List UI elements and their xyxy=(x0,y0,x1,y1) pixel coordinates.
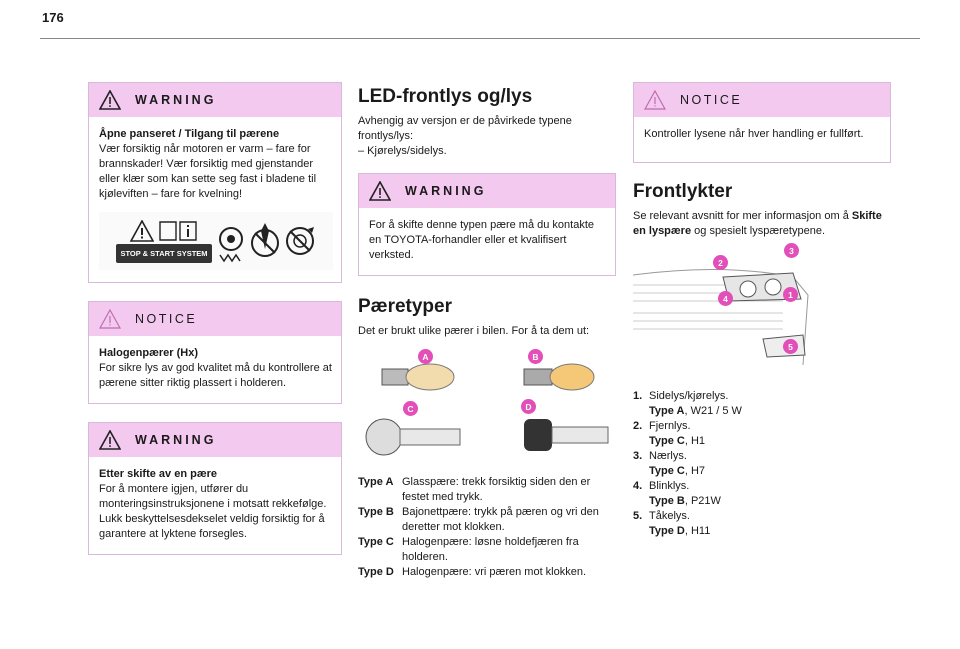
warning-box-led: WARNING For å skifte denne typen pære må… xyxy=(358,173,616,276)
warning-icon xyxy=(99,430,121,450)
column-1: WARNING Åpne panseret / Tilgang til pære… xyxy=(88,82,342,573)
marker-1: 1 xyxy=(783,287,798,302)
column-2: LED-frontlys og/lys Avhengig av versjon … xyxy=(358,82,616,580)
list-item: 1.Sidelys/kjørelys.Type A, W21 / 5 W xyxy=(633,390,742,417)
notice-header: NOTICE xyxy=(89,302,341,336)
warning-header: WARNING xyxy=(359,174,615,208)
no-hand-icon xyxy=(285,227,314,255)
section-title-bulb-types: Pæretyper xyxy=(358,296,452,317)
warning-header: WARNING xyxy=(89,423,341,457)
headlights-intro: Se relevant avsnitt for mer informasjon … xyxy=(633,210,882,237)
notice-icon xyxy=(99,309,121,329)
warning-icon xyxy=(369,181,391,201)
notice-title: NOTICE xyxy=(680,93,743,107)
warning-heading: Etter skifte av en pære xyxy=(99,468,217,480)
headlight-bulb-list: 1.Sidelys/kjørelys.Type A, W21 / 5 W 2.F… xyxy=(633,389,891,539)
fan-hazard-icon xyxy=(218,227,243,263)
led-intro: Avhengig av versjon er de påvirkede type… xyxy=(358,115,572,142)
no-tie-icon xyxy=(250,223,279,257)
warning-text: For å skifte denne typen pære må du kont… xyxy=(369,219,595,261)
car-front-drawing xyxy=(632,268,809,366)
warning-box-2: WARNING Etter skifte av en pære For å mo… xyxy=(88,422,342,555)
list-item: 5.Tåkelys.Type D, H11 xyxy=(633,510,711,537)
warning-heading: Åpne panseret / Tilgang til pærene xyxy=(99,128,280,140)
caution-icon xyxy=(129,219,154,242)
notice-header: NOTICE xyxy=(634,83,890,117)
top-rule xyxy=(40,38,920,39)
page-number: 176 xyxy=(42,10,64,25)
bulb-c-image xyxy=(365,418,461,456)
bulb-label-c: C xyxy=(403,401,418,416)
warning-text-2: Lukk beskyttelsesdekselet veldig forsikt… xyxy=(99,513,325,540)
section-title-led: LED-frontlys og/lys xyxy=(358,86,533,107)
column-3: NOTICE Kontroller lysene når hver handli… xyxy=(632,82,891,539)
bulb-label-b: B xyxy=(528,349,543,364)
bulb-d-image xyxy=(524,419,609,451)
marker-5: 5 xyxy=(783,339,798,354)
notice-text: For sikre lys av god kvalitet må du kont… xyxy=(99,362,332,389)
led-bullet: – Kjørelys/sidelys. xyxy=(358,145,447,157)
notice-heading: Halogenpærer (Hx) xyxy=(99,347,199,359)
notice-icon xyxy=(644,90,666,110)
notice-text: Kontroller lysene når hver handling er f… xyxy=(644,128,864,140)
warning-icon xyxy=(99,90,121,110)
warning-title: WARNING xyxy=(405,184,487,198)
notice-box-3: NOTICE Kontroller lysene når hver handli… xyxy=(633,82,891,163)
manual-icon xyxy=(159,220,197,241)
notice-box-1: NOTICE Halogenpærer (Hx) For sikre lys a… xyxy=(88,301,342,404)
bulb-b-image xyxy=(523,363,595,391)
notice-title: NOTICE xyxy=(135,312,198,326)
warning-title: WARNING xyxy=(135,93,217,107)
safety-pictograms: STOP & START SYSTEM xyxy=(99,212,333,270)
list-item: 4.Blinklys.Type B, P21W xyxy=(633,480,721,507)
warning-box-1: WARNING Åpne panseret / Tilgang til pære… xyxy=(88,82,342,283)
warning-header: WARNING xyxy=(89,83,341,117)
bulb-types-intro: Det er brukt ulike pærer i bilen. For å … xyxy=(358,325,590,337)
bulb-label-d: D xyxy=(521,399,536,414)
marker-2: 2 xyxy=(713,255,728,270)
bulb-illustrations: A B C D xyxy=(358,349,616,463)
warning-text-1: For å montere igjen, utfører du monterin… xyxy=(99,483,327,510)
list-item: 3.Nærlys.Type C, H7 xyxy=(633,450,706,477)
marker-3: 3 xyxy=(784,243,799,258)
warning-title: WARNING xyxy=(135,433,217,447)
bulb-a-image xyxy=(381,363,455,391)
bulb-label-a: A xyxy=(418,349,433,364)
list-item: 2.Fjernlys.Type C, H1 xyxy=(633,420,706,447)
warning-text: Vær forsiktig når motoren er varm – fare… xyxy=(99,143,317,200)
section-title-headlights: Frontlykter xyxy=(633,181,733,202)
marker-4: 4 xyxy=(718,291,733,306)
car-front-illustration: 1 2 3 4 5 xyxy=(632,243,891,375)
stop-start-badge: STOP & START SYSTEM xyxy=(116,243,212,263)
